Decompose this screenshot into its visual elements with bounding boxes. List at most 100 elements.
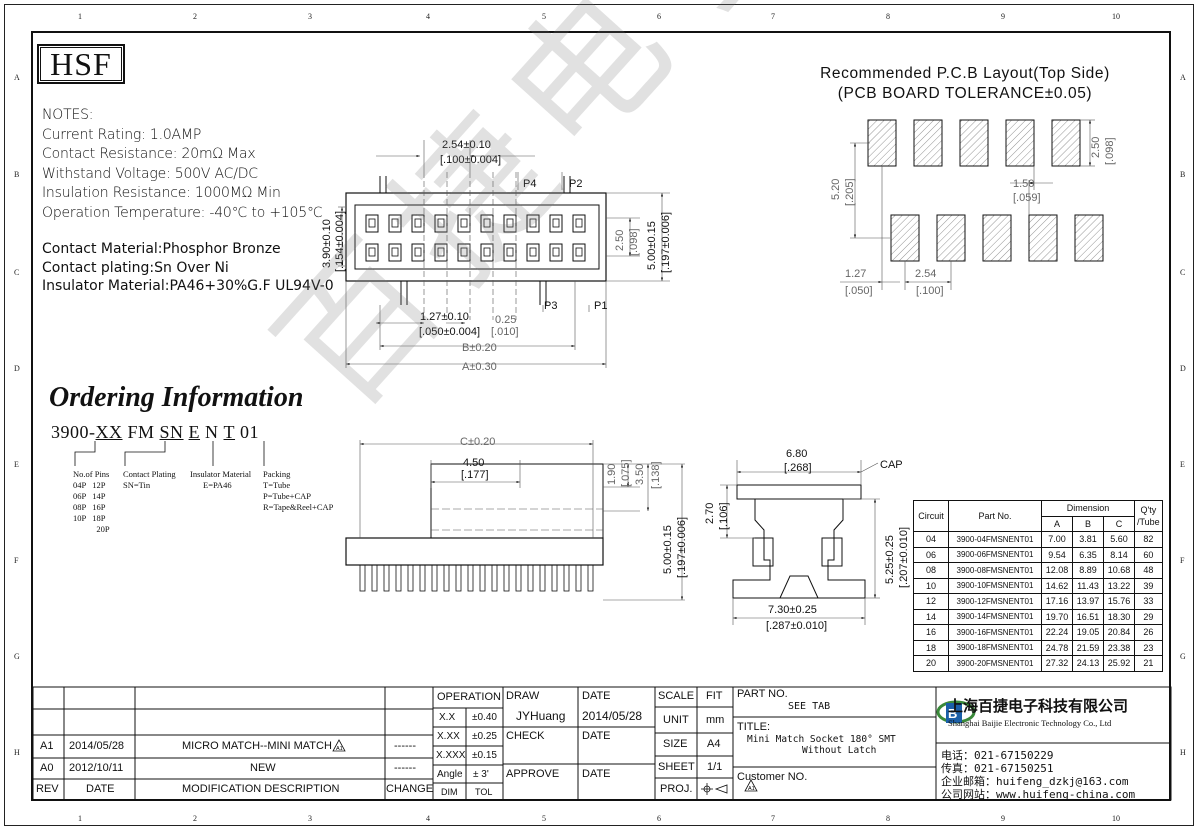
top-b-dim: B±0.20 — [462, 342, 497, 354]
pcb-pad — [1028, 214, 1058, 262]
contact-slot — [434, 214, 448, 233]
zone-row-label: H — [1180, 748, 1186, 757]
zone-row-label: F — [1180, 556, 1185, 565]
insulator-block: Insulator Material E=PA46 — [190, 469, 251, 491]
note-line: Withstand Voltage: 500V AC/DC — [42, 165, 258, 182]
rev-a1-desc: MICRO MATCH--MINI MATCH — [182, 740, 332, 752]
logo-text: HSF — [40, 46, 122, 82]
side-view — [732, 484, 866, 599]
pin-label-p1: P1 — [594, 300, 607, 312]
fit-label: FIT — [706, 690, 723, 702]
sheet-value: 1/1 — [707, 761, 723, 773]
front-h2-dim-in: [.138] — [650, 461, 662, 489]
contact-pin — [414, 218, 422, 228]
zone-col-label: 3 — [308, 814, 312, 823]
pin-label-p3: P3 — [544, 300, 557, 312]
table-cell: 18 — [913, 639, 949, 656]
rev-a0: A0 — [40, 762, 54, 774]
lead-pin — [503, 564, 510, 592]
packing-value: R=Tape&Reel+CAP — [263, 502, 334, 512]
contact-slot — [480, 214, 494, 233]
company-name: 上海百捷电子科技有限公司 — [948, 697, 1129, 715]
contact-slot — [388, 243, 402, 262]
pcb-dim-label: 5.20 — [830, 179, 842, 200]
dimension-table: Circuit Part No. Dimension Q'ty /Tube A … — [913, 500, 1163, 672]
plating-block: Contact Plating SN=Tin — [123, 469, 176, 491]
contact-pin — [460, 218, 468, 228]
table-cell: 23 — [1134, 639, 1163, 656]
front-height-dim-in: [.197±0.006] — [676, 517, 688, 578]
table-cell: 3900-10FMSNENT01 — [948, 577, 1042, 594]
contact-pin — [506, 218, 514, 228]
zone-row-label: A — [1180, 73, 1186, 82]
table-cell: 11.43 — [1072, 577, 1104, 594]
rev-marker-icon: A1 — [748, 786, 755, 792]
table-cell: 3900-04FMSNENT01 — [948, 531, 1042, 548]
contact-pin — [483, 218, 491, 228]
table-subheader: C — [1103, 515, 1135, 532]
note-line: Contact Resistance: 20mΩ Max — [42, 146, 256, 162]
contact-slot — [365, 214, 379, 233]
lead-pin — [419, 564, 426, 592]
customer-no-label: Customer NO. — [737, 771, 808, 783]
pcb-pads — [867, 119, 1104, 262]
lead-pin — [455, 564, 462, 592]
table-cell: 60 — [1134, 546, 1163, 563]
lead-pin — [563, 564, 570, 592]
table-header: Circuit — [913, 500, 949, 532]
materials-block: Contact Material:Phosphor Bronze Contact… — [42, 240, 334, 296]
top-width-dim: 3.90±0.10 — [321, 219, 333, 268]
pcb-dim-label: 2.54 — [915, 268, 936, 280]
zone-row-label: B — [1180, 170, 1186, 179]
table-cell: 82 — [1134, 531, 1163, 548]
zone-col-label: 2 — [193, 12, 197, 21]
lead-pin — [539, 564, 546, 592]
tol-value: ±0.25 — [472, 731, 497, 742]
lead-pin — [443, 564, 450, 592]
date-label: DATE — [582, 690, 611, 702]
table-cell: 16 — [913, 624, 949, 641]
rev-a1-change: ------ — [394, 740, 416, 752]
contact-pin — [368, 218, 376, 228]
pins-block: No.of Pins 04P 12P 06P 14P 08P 16P 10P 1… — [73, 469, 110, 535]
contact-pin — [552, 218, 560, 228]
contact-pin — [506, 247, 514, 257]
rev-a1: A1 — [40, 740, 54, 752]
note-line: Operation Temperature: -40℃ to +105℃ — [42, 204, 323, 221]
pin-label-p4: P4 — [523, 178, 536, 190]
cap-label: CAP — [880, 459, 903, 471]
code-part: 01 — [235, 422, 260, 442]
code-part-insulator: E — [188, 422, 201, 442]
zone-row-label: C — [1180, 268, 1186, 277]
pins-row: 20P — [73, 524, 110, 534]
contact-pin — [437, 218, 445, 228]
lead-pin — [491, 564, 498, 592]
zone-col-label: 10 — [1112, 12, 1120, 21]
zone-row-label: C — [14, 268, 20, 277]
zone-row-label: A — [14, 73, 20, 82]
side-height-dim-in: [.207±0.010] — [898, 527, 910, 588]
table-cell: 17.16 — [1041, 593, 1073, 610]
contact-slot — [503, 214, 517, 233]
contact-pin — [552, 247, 560, 257]
table-cell: 8.14 — [1103, 546, 1135, 563]
pcb-pad — [959, 119, 989, 167]
zone-col-label: 4 — [426, 12, 430, 21]
table-cell: 19.70 — [1041, 608, 1073, 625]
table-cell: 24.13 — [1072, 655, 1104, 672]
lead-pin — [479, 564, 486, 592]
draw-label: DRAW — [506, 690, 540, 702]
table-header: Dimension — [1041, 500, 1135, 517]
lead-pin — [383, 564, 390, 592]
tol-value: ±0.40 — [472, 712, 497, 723]
table-cell: 3900-14FMSNENT01 — [948, 608, 1042, 625]
title-label: TITLE: — [737, 721, 771, 733]
pcb-pad — [867, 119, 897, 167]
lead-pin — [371, 564, 378, 592]
table-cell: 13.97 — [1072, 593, 1104, 610]
contact-slot — [411, 243, 425, 262]
zone-row-label: G — [1180, 652, 1186, 661]
